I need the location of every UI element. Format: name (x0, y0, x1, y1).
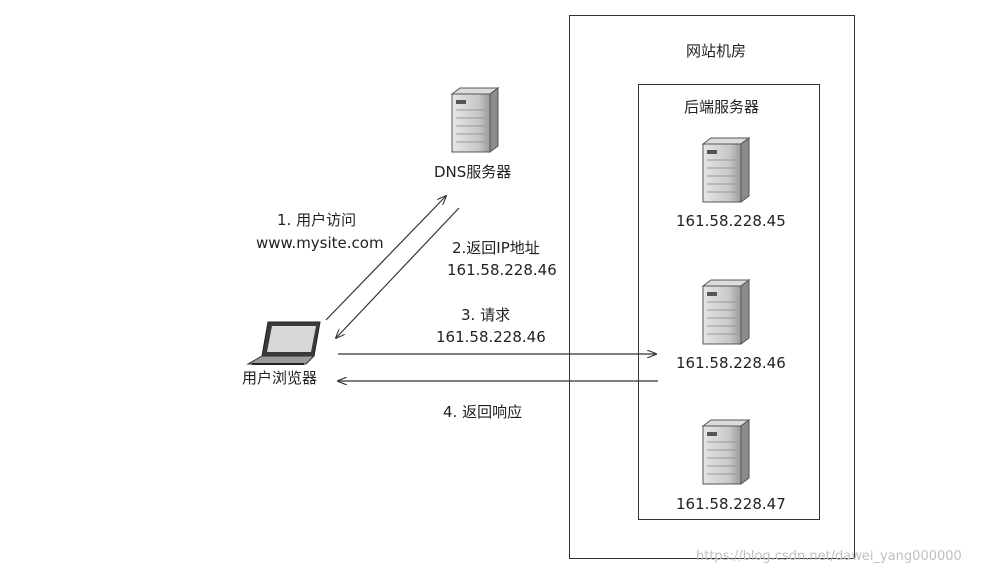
backend-server-ip-1: 161.58.228.45 (676, 212, 786, 230)
backend-server-icon-2 (701, 279, 751, 345)
dns-server-label: DNS服务器 (434, 163, 512, 181)
step3-value: 161.58.228.46 (436, 328, 546, 346)
step2-title: 2.返回IP地址 (452, 239, 540, 257)
backend-box (638, 84, 820, 520)
client-browser-label: 用户浏览器 (242, 369, 318, 387)
step4-title: 4. 返回响应 (443, 403, 523, 421)
step1-title: 1. 用户访问 (277, 211, 357, 229)
step1-value: www.mysite.com (256, 234, 384, 252)
backend-server-ip-2: 161.58.228.46 (676, 354, 786, 372)
step3-title: 3. 请求 (461, 306, 511, 324)
arrow-return-ip (336, 207, 460, 338)
data-center-box (569, 15, 855, 559)
backend-server-icon-3 (701, 419, 751, 485)
arrow-request-dns (325, 196, 446, 321)
laptop-icon (246, 321, 321, 365)
watermark: https://blog.csdn.net/dawei_yang000000 (696, 549, 962, 564)
data-center-title: 网站机房 (686, 42, 747, 60)
backend-title: 后端服务器 (684, 98, 760, 116)
backend-server-icon-1 (701, 137, 751, 203)
step2-value: 161.58.228.46 (447, 261, 557, 279)
dns-server-icon (450, 87, 500, 153)
backend-server-ip-3: 161.58.228.47 (676, 495, 786, 513)
